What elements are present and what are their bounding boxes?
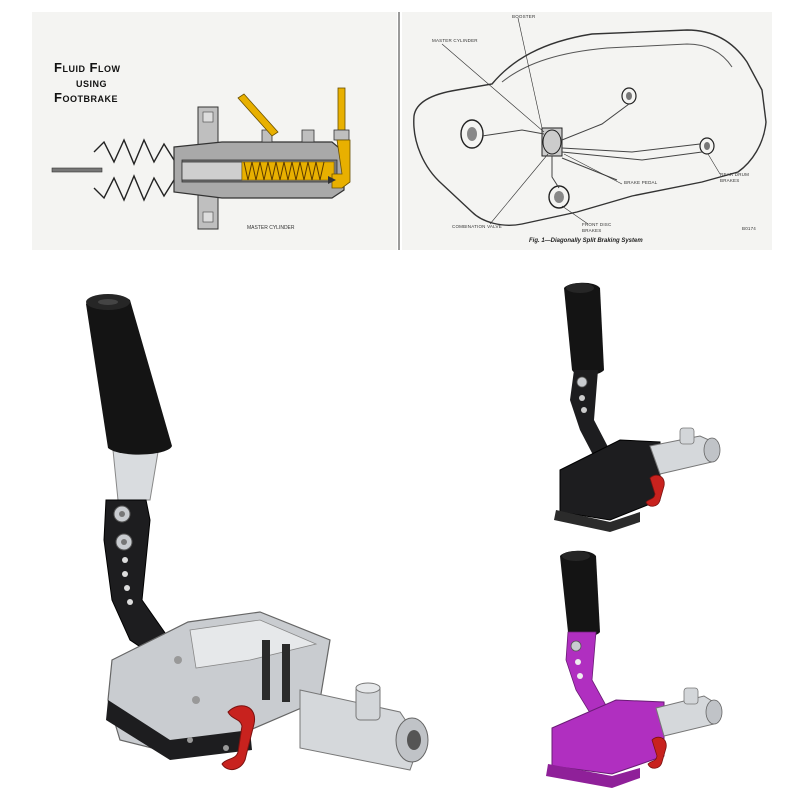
title-line-3: Footbrake — [54, 90, 118, 105]
label-booster: BOOSTER — [512, 14, 536, 19]
label-rear-drum-brakes: REAR DRUM BRAKES — [720, 172, 750, 183]
car-outline-illustration — [413, 17, 767, 226]
small-purple-handbrake — [546, 550, 723, 788]
master-cylinder-caption: MASTER CYLINDER — [247, 225, 295, 231]
label-brake-pedal: BRAKE PEDAL — [624, 180, 658, 185]
label-combination-valve: COMBINATION VALVE — [452, 224, 502, 229]
figure-caption: Fig. 1—Diagonally Split Braking System — [529, 238, 643, 244]
braking-system-diagram: BOOSTER MASTER CYLINDER BRAKE PEDAL REAR… — [402, 12, 772, 250]
master-cylinder-illustration — [51, 87, 351, 230]
master-cylinder-diagram: Fluid Flow using Footbrake MA — [32, 12, 397, 250]
title-line-2: using — [76, 75, 108, 90]
fluid-flow-title: Fluid Flow using Footbrake — [54, 60, 120, 105]
label-master-cylinder: MASTER CYLINDER — [432, 38, 478, 43]
small-black-handbrake — [554, 282, 721, 532]
panel-divider — [398, 12, 400, 250]
title-line-1: Fluid Flow — [54, 60, 121, 75]
label-front-disc-brakes: FRONT DISC BRAKES — [582, 222, 612, 233]
figure-code: B0174 — [742, 226, 757, 231]
large-handbrake — [86, 294, 429, 771]
